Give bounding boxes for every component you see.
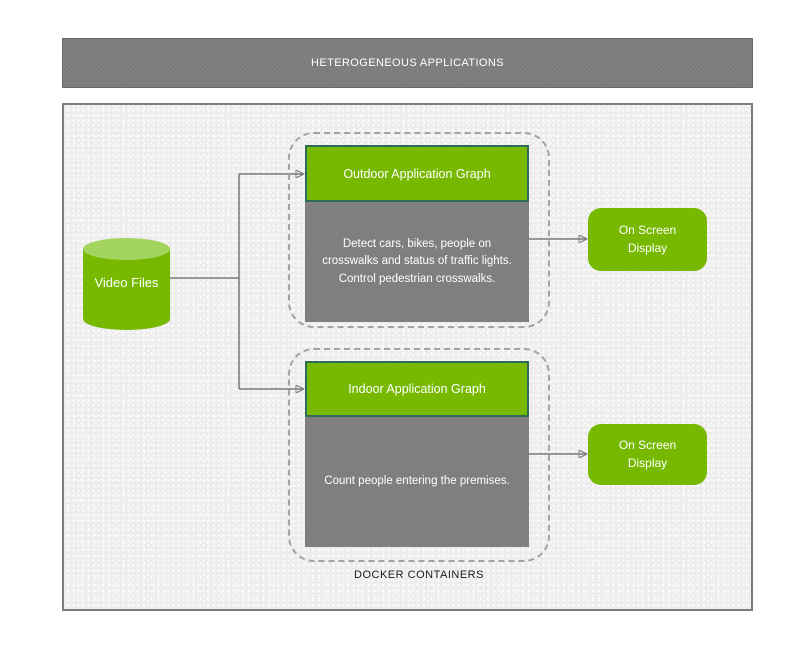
on-screen-display-bottom: On Screen Display <box>588 424 707 485</box>
indoor-graph-title: Indoor Application Graph <box>348 382 486 396</box>
cylinder-body <box>83 249 170 330</box>
indoor-graph-description: Count people entering the premises. <box>305 417 529 547</box>
banner-title: HETEROGENEOUS APPLICATIONS <box>311 57 504 69</box>
on-screen-display-top: On Screen Display <box>588 208 707 271</box>
osd-top-label: On Screen Display <box>618 223 677 255</box>
outdoor-graph-title: Outdoor Application Graph <box>343 166 491 181</box>
outdoor-docker-container <box>288 132 550 328</box>
indoor-docker-container <box>288 348 550 562</box>
cylinder-top-ellipse <box>83 238 170 260</box>
video-files-cylinder: Video Files <box>83 238 170 330</box>
docker-containers-caption: DOCKER CONTAINERS <box>354 569 484 581</box>
indoor-graph-header: Indoor Application Graph <box>305 361 529 417</box>
video-files-label: Video Files <box>94 275 159 290</box>
osd-bottom-label: On Screen Display <box>618 438 677 470</box>
heterogeneous-applications-banner: HETEROGENEOUS APPLICATIONS <box>62 38 753 88</box>
outdoor-graph-description: Detect cars, bikes, people on crosswalks… <box>305 202 529 322</box>
outdoor-graph-header: Outdoor Application Graph <box>305 145 529 202</box>
